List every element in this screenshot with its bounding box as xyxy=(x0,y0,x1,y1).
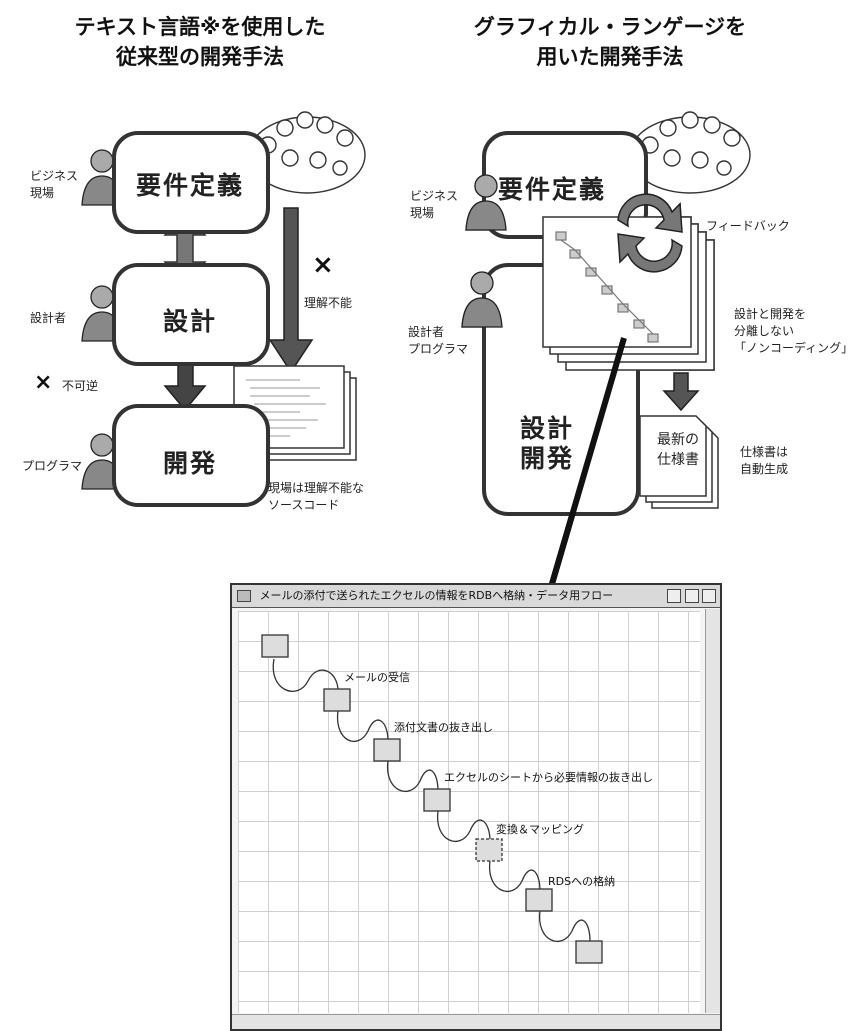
window-icon xyxy=(237,590,251,602)
close-icon[interactable] xyxy=(702,589,716,603)
down-arrow-icon xyxy=(163,361,207,412)
left-development-box xyxy=(112,404,270,507)
right-requirements-label: 要件定義 xyxy=(498,175,607,204)
left-design-box xyxy=(112,263,270,366)
incomprehensible-label: 理解不能 xyxy=(304,296,353,310)
right-role-business: ビジネス 現場 xyxy=(410,189,459,220)
left-design-label: 設計 xyxy=(162,307,217,336)
right-role-designer: 設計者 プログラマ xyxy=(408,325,469,356)
cross-mark-incomprehensible: × xyxy=(312,250,334,280)
flow-step-label: 変換＆マッピング xyxy=(496,823,584,836)
flow-step-label: メールの受信 xyxy=(344,671,410,684)
irreversible-label: 不可逆 xyxy=(62,379,99,393)
cross-mark-irreversible: × xyxy=(34,370,53,395)
minimize-icon[interactable] xyxy=(667,589,681,603)
source-code-note: 現場は理解不能な ソースコード xyxy=(268,481,365,512)
flow-step-label: エクセルのシートから必要情報の抜き出し xyxy=(444,771,653,784)
horizontal-scrollbar[interactable] xyxy=(232,1014,720,1029)
feedback-label: フィードバック xyxy=(706,219,790,233)
window-controls xyxy=(667,585,716,607)
left-role-designer: 設計者 xyxy=(30,311,67,325)
flow-step-label: 添付文書の抜き出し xyxy=(394,721,493,734)
latest-spec-papers-icon xyxy=(639,415,719,509)
left-requirements-label: 要件定義 xyxy=(135,171,244,200)
flow-canvas[interactable]: メールの受信 添付文書の抜き出し エクセルのシートから必要情報の抜き出し 変換＆… xyxy=(238,611,700,1013)
left-role-business: ビジネス 現場 xyxy=(30,169,79,200)
latest-spec-label: 最新の 仕様書 xyxy=(657,432,699,468)
left-title: テキスト言語※を使用した 従来型の開発手法 xyxy=(74,15,326,69)
left-development-label: 開発 xyxy=(162,449,217,478)
crowd-right-icon xyxy=(629,111,751,194)
long-down-arrow-icon xyxy=(268,207,314,374)
vertical-scrollbar[interactable] xyxy=(705,609,720,1013)
spec-auto-label: 仕様書は 自動生成 xyxy=(740,445,789,476)
spec-arrow-icon xyxy=(662,372,700,412)
nocoding-label: 設計と開発を 分離しない 「ノンコーディング」 xyxy=(734,307,854,355)
left-role-programmer: プログラマ xyxy=(22,459,83,473)
right-design-dev-label: 設計 開発 xyxy=(520,414,575,473)
window-titlebar: メールの添付で送られたエクセルの情報をRDBへ格納・データ用フロー xyxy=(232,585,720,608)
left-requirements-box xyxy=(112,131,270,234)
right-title: グラフィカル・ランゲージを 用いた開発手法 xyxy=(473,15,747,69)
window-title: メールの添付で送られたエクセルの情報をRDBへ格納・データ用フロー xyxy=(259,589,614,602)
maximize-icon[interactable] xyxy=(684,589,699,603)
flow-connectors xyxy=(261,634,603,964)
flow-step-label: RDSへの格納 xyxy=(548,875,616,888)
flow-window: メールの添付で送られたエクセルの情報をRDBへ格納・データ用フロー xyxy=(230,583,722,1031)
